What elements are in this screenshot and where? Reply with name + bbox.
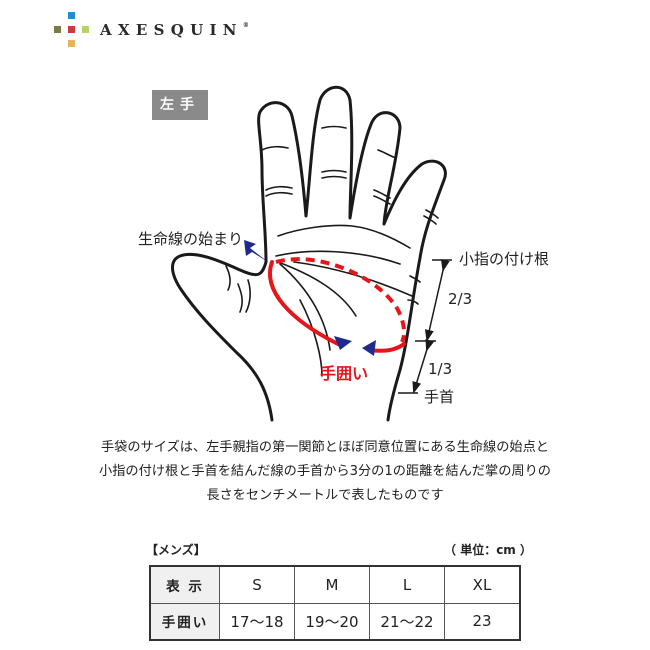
brand-text: AXESQUIN — [100, 21, 243, 39]
row-header-hand-girth: 手囲い — [149, 602, 220, 641]
size-cell: XL — [444, 565, 521, 604]
description-line: 手袋のサイズは、左手親指の第一関節とほぼ同意位置にある生命線の始点と — [101, 440, 549, 455]
description-line: 長さをセンチメートルで表したものです — [206, 488, 444, 503]
girth-dashed-line — [275, 257, 407, 343]
table-row: 手囲い 17〜18 19〜20 21〜22 23 — [149, 602, 521, 641]
logo-square-right — [82, 26, 89, 33]
size-description: 手袋のサイズは、左手親指の第一関節とほぼ同意位置にある生命線の始点と 小指の付け… — [60, 436, 590, 508]
brand-name: AXESQUIN® — [100, 21, 249, 39]
size-cell: S — [219, 565, 295, 604]
girth-arrow-right-icon — [362, 340, 376, 356]
description-line: 小指の付け根と手首を結んだ線の手首から3分の1の距離を結んだ掌の周りの — [99, 464, 551, 479]
logo-square-bottom — [68, 40, 75, 47]
size-cell: L — [369, 565, 445, 604]
pinky-base-label: 小指の付け根 — [459, 250, 550, 268]
size-category-label: 【メンズ】 — [146, 543, 206, 557]
size-cell: M — [294, 565, 370, 604]
girth-arrow-left-icon — [334, 336, 352, 350]
logo-square-left — [54, 26, 61, 33]
lifeline-start-label: 生命線の始まり — [138, 230, 244, 248]
registered-mark: ® — [242, 22, 249, 29]
hand-illustration — [171, 85, 452, 422]
girth-solid-line — [268, 260, 340, 346]
hand-side-label: 左手 — [152, 90, 208, 120]
girth-cell: 21〜22 — [369, 602, 445, 641]
lifeline-start-arrow-icon — [244, 240, 268, 262]
size-table-header: 【メンズ】 （ 単位：cm ） — [146, 541, 532, 559]
hand-creases — [225, 125, 439, 377]
measurement-guides — [398, 259, 452, 394]
hand-outline — [171, 85, 447, 422]
logo-square-top — [68, 12, 75, 19]
two-thirds-label: 2/3 — [448, 290, 473, 308]
row-header-size-label: 表 示 — [149, 565, 220, 604]
table-row: 表 示 S M L XL — [149, 565, 521, 604]
brand-logo: AXESQUIN® — [50, 8, 310, 50]
one-third-label: 1/3 — [428, 360, 453, 378]
hand-girth-label: 手囲い — [320, 364, 369, 383]
wrist-label: 手首 — [424, 388, 455, 406]
unit-label: （ 単位：cm ） — [444, 543, 532, 557]
girth-cell: 17〜18 — [219, 602, 295, 641]
logo-square-center — [68, 26, 75, 33]
girth-cell: 23 — [444, 602, 521, 641]
size-table: 表 示 S M L XL 手囲い 17〜18 19〜20 21〜22 23 — [149, 565, 521, 641]
girth-cell: 19〜20 — [294, 602, 370, 641]
